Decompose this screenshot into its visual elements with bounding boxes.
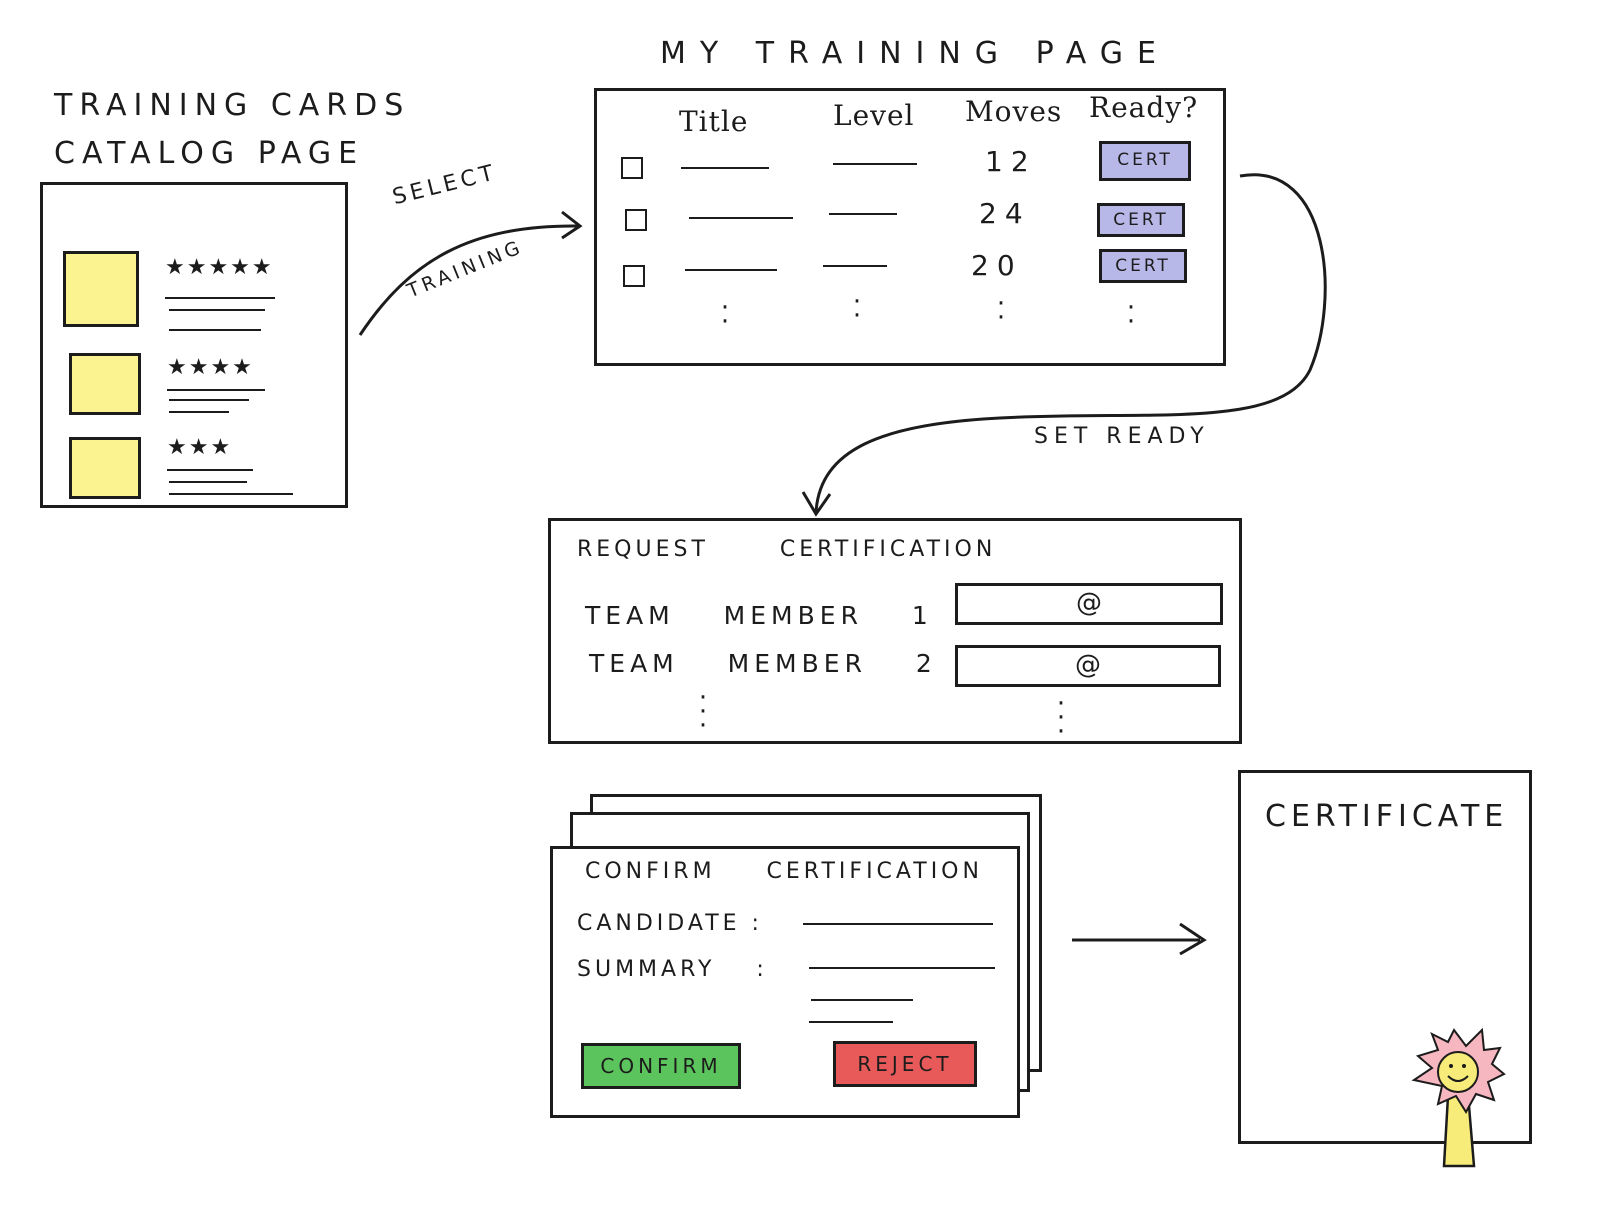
row-checkbox[interactable] [625, 209, 647, 231]
cert-button[interactable]: CERT [1097, 203, 1185, 237]
continuation-dots: ··· [1056, 689, 1066, 747]
card-text-line [167, 469, 253, 471]
column-header-ready: Ready? [1089, 91, 1199, 124]
select-training-arrowhead [561, 210, 583, 240]
summary-line [809, 967, 995, 969]
level-cell-line [823, 265, 887, 267]
set-ready-arrowhead [801, 491, 832, 517]
continuation-dots: ·· [996, 289, 1006, 333]
catalog-title-line1: TRAINING CARDS [54, 88, 411, 123]
card-text-line [169, 493, 293, 495]
rating-stars: ★★★★★ [165, 255, 274, 280]
my-training-title: MY TRAINING PAGE [660, 36, 1170, 71]
team-member-email-field[interactable]: @ [955, 645, 1221, 687]
continuation-dots: ·· [720, 293, 730, 337]
catalog-title-line2: CATALOG PAGE [54, 136, 365, 171]
card-text-line [169, 481, 247, 483]
title-cell-line [689, 217, 793, 219]
candidate-value-line [803, 923, 993, 925]
training-card-thumbnail[interactable] [69, 437, 141, 499]
reject-button[interactable]: REJECT [833, 1041, 977, 1087]
level-cell-line [833, 163, 917, 165]
confirm-button[interactable]: CONFIRM [581, 1043, 741, 1089]
title-cell-line [685, 269, 777, 271]
moves-cell: 12 [985, 145, 1037, 178]
my-training-panel: Title Level Moves Ready? 12 CERT 24 CERT… [594, 88, 1226, 366]
row-checkbox[interactable] [623, 265, 645, 287]
column-header-moves: Moves [965, 95, 1063, 128]
continuation-dots: ·· [852, 287, 862, 331]
rating-stars: ★★★★ [167, 355, 254, 380]
candidate-label: CANDIDATE : [577, 911, 763, 936]
certificate-title: CERTIFICATE [1265, 799, 1509, 834]
card-text-line [169, 329, 261, 331]
card-text-line [165, 297, 275, 299]
confirm-certification-panel: CONFIRM CERTIFICATION CANDIDATE : SUMMAR… [550, 846, 1020, 1118]
confirm-title: CONFIRM CERTIFICATION [585, 859, 983, 884]
training-card-thumbnail[interactable] [69, 353, 141, 415]
card-text-line [169, 399, 249, 401]
cert-button[interactable]: CERT [1099, 249, 1187, 283]
certificate-arrowhead [1179, 922, 1207, 956]
summary-label: SUMMARY : [577, 957, 768, 982]
team-member-email-field[interactable]: @ [955, 583, 1223, 625]
set-ready-arrow [814, 173, 1327, 513]
training-card-thumbnail[interactable] [63, 251, 139, 327]
column-header-level: Level [833, 99, 915, 132]
team-member-label: TEAM MEMBER 2 : [589, 649, 1000, 678]
card-text-line [167, 389, 265, 391]
moves-cell: 24 [979, 197, 1031, 230]
level-cell-line [829, 213, 897, 215]
title-cell-line [681, 167, 769, 169]
card-text-line [169, 309, 265, 311]
card-text-line [169, 411, 229, 413]
set-ready-label: SET READY [1034, 424, 1210, 449]
request-certification-panel: REQUEST CERTIFICATION TEAM MEMBER 1 : @ … [548, 518, 1242, 747]
column-header-title: Title [679, 105, 749, 138]
moves-cell: 20 [971, 249, 1023, 282]
certificate-panel: CERTIFICATE [1238, 770, 1532, 1144]
continuation-dots: ··· [698, 683, 708, 741]
request-title: REQUEST CERTIFICATION [577, 537, 997, 562]
catalog-panel: ★★★★★ ★★★★ ★★★ [40, 182, 348, 508]
rating-stars: ★★★ [167, 435, 233, 460]
select-training-arrow [358, 224, 579, 336]
row-checkbox[interactable] [621, 157, 643, 179]
team-member-label: TEAM MEMBER 1 : [585, 601, 996, 630]
summary-line [811, 999, 913, 1001]
continuation-dots: ·· [1126, 293, 1136, 337]
summary-line [809, 1021, 893, 1023]
cert-button[interactable]: CERT [1099, 141, 1191, 181]
